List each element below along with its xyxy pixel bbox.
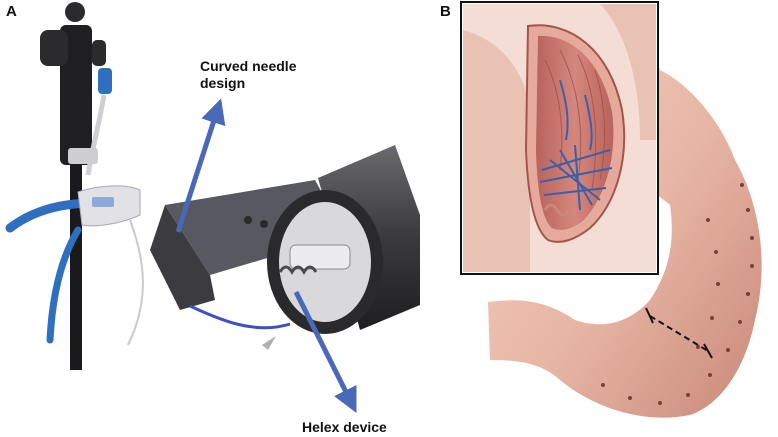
staple-dots	[601, 183, 754, 405]
curved-needle-label: Curved needle design	[200, 58, 296, 92]
resection-measure-line	[645, 307, 713, 359]
device-catheter	[5, 185, 144, 346]
curved-needle-arrow	[175, 98, 226, 233]
curved-needle-label-line1: Curved needle	[200, 58, 297, 74]
suturing-device-tip	[150, 145, 420, 350]
helix-device-label: Helex device	[302, 419, 387, 435]
panel-b	[460, 1, 762, 418]
helix-device-arrow	[293, 290, 357, 413]
curved-needle-label-line2: design	[200, 75, 246, 91]
inset-cross-section	[460, 1, 659, 275]
panel-a-label: A	[6, 3, 17, 20]
panel-b-label: B	[440, 3, 451, 20]
stomach-illustration	[488, 18, 762, 418]
suture-lines	[539, 79, 613, 211]
endoscope-handle	[40, 2, 112, 370]
panel-a	[5, 2, 420, 413]
